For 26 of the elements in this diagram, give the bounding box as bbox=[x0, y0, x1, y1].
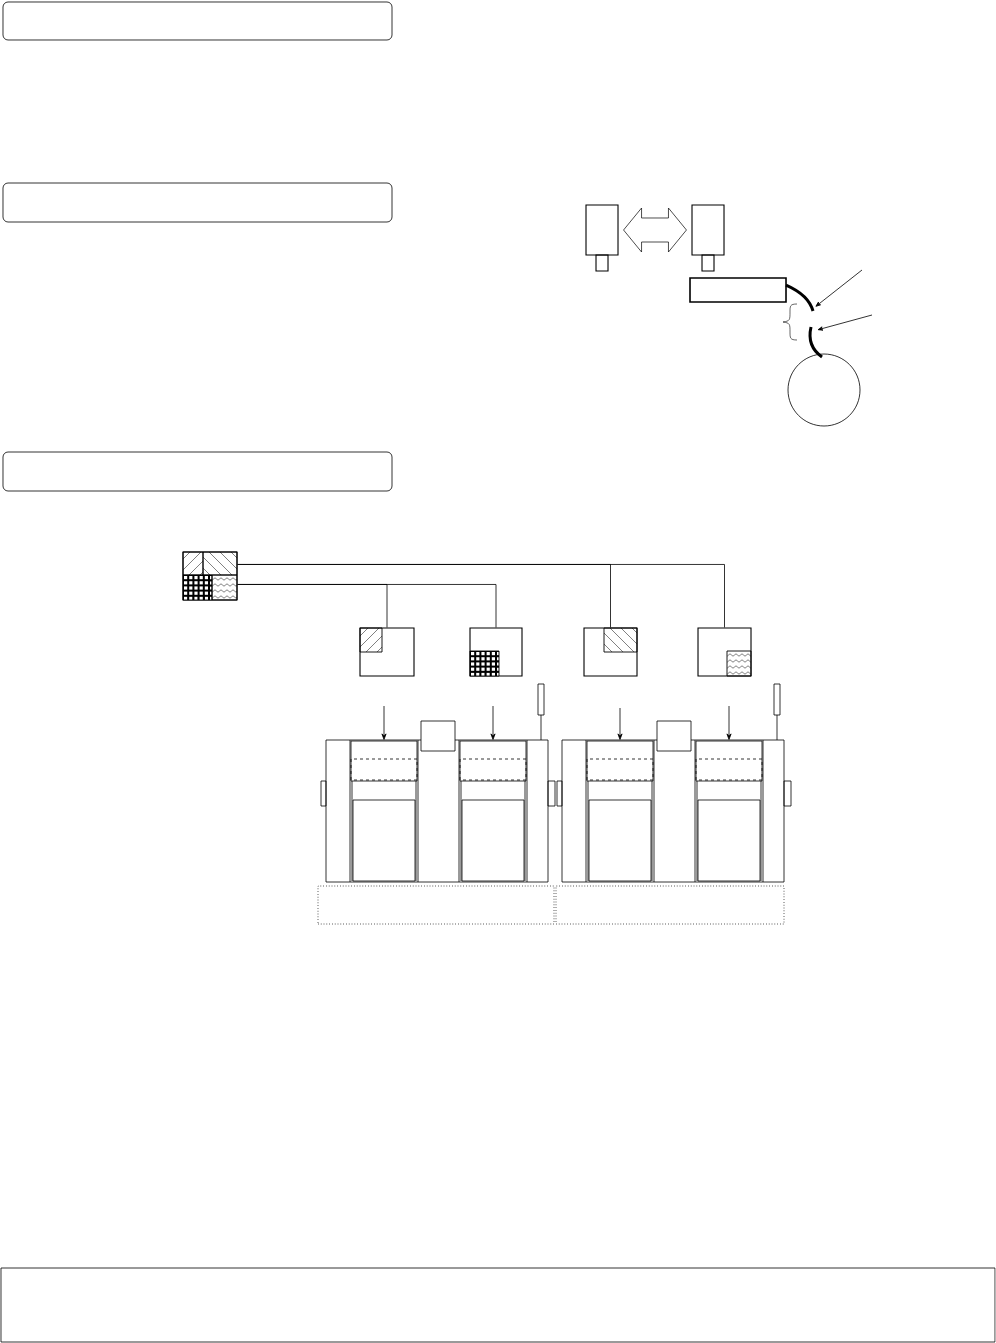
screen bbox=[469, 627, 523, 677]
screen bbox=[583, 627, 638, 677]
dotted-box bbox=[317, 885, 555, 925]
header-box bbox=[2, 1, 393, 41]
dotted-box bbox=[555, 885, 785, 925]
slot-panel bbox=[695, 740, 763, 782]
screen bbox=[697, 627, 752, 677]
camera bbox=[585, 204, 619, 272]
arrow bbox=[381, 705, 387, 740]
connector-line bbox=[237, 564, 725, 628]
double-arrow bbox=[623, 207, 687, 253]
camera bbox=[691, 204, 725, 272]
note-box bbox=[0, 1267, 996, 1343]
arrow bbox=[617, 707, 623, 740]
slot-panel bbox=[586, 740, 654, 782]
block bbox=[689, 277, 787, 303]
disc bbox=[787, 353, 861, 427]
split-screen bbox=[182, 551, 238, 601]
arrow bbox=[490, 705, 496, 740]
header-box bbox=[2, 182, 393, 223]
connector-line bbox=[237, 584, 497, 628]
arrow bbox=[726, 705, 732, 740]
screen bbox=[359, 627, 415, 677]
header-box bbox=[2, 451, 393, 492]
slot-panel bbox=[350, 740, 418, 782]
slot-panel bbox=[459, 740, 527, 782]
